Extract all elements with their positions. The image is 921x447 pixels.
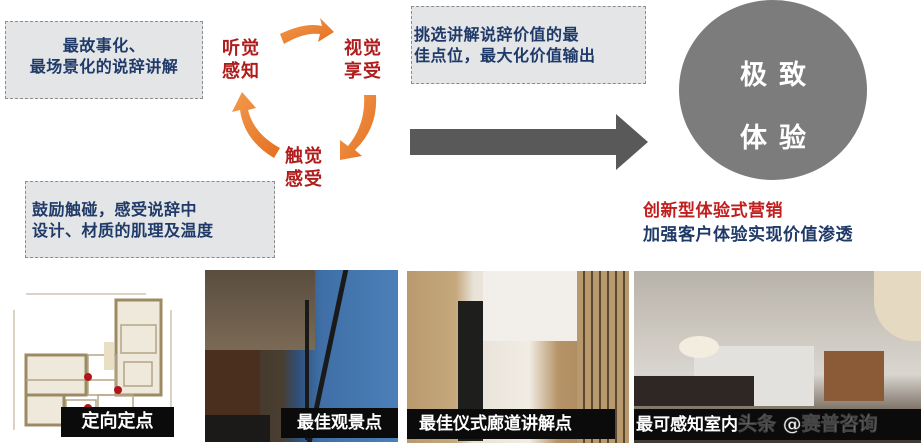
sense-touch-line1: 触觉: [285, 146, 323, 167]
floor-plan-image: 定向定点: [6, 280, 178, 440]
view-window-image: 最佳观景点: [205, 270, 398, 442]
photo-caption-text: 最可感知室内: [636, 415, 738, 435]
sense-touch-line2: 感受: [285, 169, 323, 190]
photo-caption: 最佳观景点: [281, 408, 398, 438]
ceiling: [205, 270, 315, 350]
sense-hearing-line1: 听觉: [222, 38, 260, 59]
photo-caption: 最佳仪式廊道讲解点: [407, 409, 615, 439]
wood-panel: [824, 351, 884, 401]
photo-caption: 定向定点: [61, 407, 174, 437]
note-storytelling: 最故事化、 最场景化的说辞讲解: [5, 21, 203, 99]
ceiling: [483, 271, 583, 341]
ultimate-experience-circle: 极致 体验: [679, 0, 867, 180]
note-best-position-line1: 挑选讲解说辞价值的最: [414, 25, 580, 44]
watermark: 头条 @赛普咨询: [738, 413, 878, 436]
circular-arrows-icon: [232, 18, 377, 160]
sense-touch: 触觉 感受: [278, 145, 330, 191]
note-best-position: 挑选讲解说辞价值的最 佳点位，最大化价值输出: [411, 6, 646, 84]
sense-visual-line2: 享受: [344, 61, 382, 82]
note-best-position-line2: 佳点位，最大化价值输出: [414, 46, 596, 65]
corridor-image: 最佳仪式廊道讲解点: [407, 271, 629, 443]
sofa: [205, 415, 270, 442]
dining-table: [634, 376, 754, 406]
location-marker-icon: [114, 386, 122, 394]
circle-line2: 体验: [740, 123, 818, 154]
sense-visual-line1: 视觉: [344, 38, 382, 59]
photo-caption: 最可感知室内头条 @赛普咨询: [634, 409, 921, 440]
sense-hearing: 听觉 感知: [215, 37, 267, 83]
note-touch-texture: 鼓励触碰，感受说辞中 设计、材质的肌理及温度: [25, 181, 275, 258]
floor-plan-drawing: [13, 293, 172, 430]
window-frame: [305, 300, 309, 440]
wood-wall: [205, 350, 260, 415]
location-marker-icon: [84, 373, 92, 381]
marketing-subtitle: 加强客户体验实现价值渗透: [643, 225, 853, 245]
living-room-image: 最可感知室内头条 @赛普咨询: [634, 271, 921, 443]
note-touch-texture-line1: 鼓励触碰，感受说辞中: [32, 200, 198, 219]
lamp-shade: [874, 271, 921, 341]
note-storytelling-line2: 最场景化的说辞讲解: [29, 57, 179, 76]
sense-hearing-line2: 感知: [222, 61, 260, 82]
right-arrow-icon: [410, 114, 648, 170]
pendant-lamp: [679, 336, 719, 358]
note-touch-texture-line2: 设计、材质的肌理及温度: [32, 221, 214, 240]
note-storytelling-line1: 最故事化、: [62, 36, 146, 55]
sense-visual: 视觉 享受: [337, 37, 389, 83]
circle-line1: 极致: [740, 60, 818, 91]
marketing-title: 创新型体验式营销: [643, 201, 783, 221]
